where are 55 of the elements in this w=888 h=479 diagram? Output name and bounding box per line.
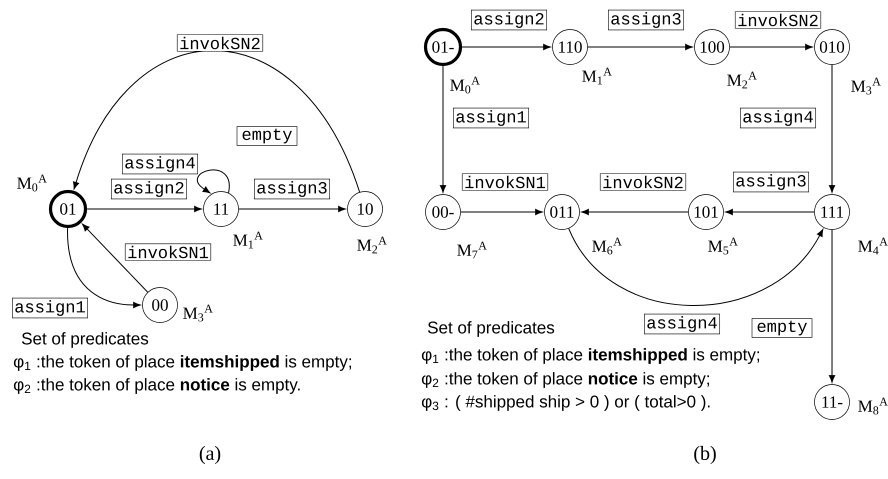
marking-label: M$_{5}$A [708, 238, 738, 254]
marking-label: M$_{3}$A [183, 304, 213, 322]
heading: Set of predicates [428, 321, 554, 337]
edge-label: invokSN2 [600, 173, 686, 191]
arrow [86, 206, 202, 212]
marking-label: M$_{8}$A [858, 398, 888, 414]
transition-label: empty [236, 126, 298, 146]
marking-label: M$_{2}$A [727, 72, 757, 88]
edge-label: assign4 [644, 314, 720, 334]
marking-label: M$_{2}$A [357, 236, 387, 254]
arrow [828, 229, 836, 383]
edge-label: assign2 [471, 10, 548, 30]
predicate-text: φ$_{1}$ :the token of place itemshipped is empty; [422, 348, 760, 364]
arrow [729, 44, 813, 50]
arrow [725, 208, 815, 216]
arrow [460, 208, 543, 216]
marking-label: M$_{0}$A [450, 76, 480, 94]
arrow [73, 50, 360, 192]
predicate-text: φ$_{2}$ :the token of place notice is empty; [422, 372, 709, 388]
marking-label: M$_{1}$A [582, 68, 612, 84]
arrow [462, 44, 551, 50]
arrow [67, 228, 141, 308]
edge-label: assign3 [608, 10, 684, 30]
predicate-text: φ$_{2}$ :the token of place notice is empty. [14, 378, 300, 394]
arrow [196, 170, 230, 194]
arrow [82, 224, 148, 293]
edge-label: assign1 [12, 298, 88, 318]
edge-label: empty [752, 318, 812, 338]
marking-label: M$_{4}$A [858, 238, 888, 254]
predicate-text: φ$_{1}$ :the token of place itemshipped is empty; [14, 355, 352, 371]
edge-label: assign3 [254, 178, 330, 200]
edge-label: assign2 [111, 178, 188, 200]
edge-label: invokSN2 [176, 34, 264, 52]
arrow [587, 44, 693, 50]
edge-label: assign3 [733, 172, 810, 192]
edge-label: assign4 [122, 154, 198, 174]
edge-label: invokSN2 [734, 11, 822, 29]
edge-label: assign1 [453, 108, 530, 128]
predicate-text: φ$_{3}$ : ( #shipped ship > 0 ) or ( total>0 ). [422, 395, 710, 411]
marking-label: M$_{0}$A [17, 174, 47, 192]
marking-label: M$_{6}$A [592, 238, 622, 254]
marking-label: M$_{7}$A [457, 242, 487, 258]
panel-caption: (b) [694, 446, 716, 464]
panel-caption: (a) [200, 446, 220, 464]
heading: Set of predicates [22, 332, 148, 348]
arrow [581, 208, 689, 216]
arrow [828, 64, 836, 193]
marking-label: M$_{3}$A [851, 78, 881, 94]
edge-label: invokSN1 [124, 243, 212, 261]
marking-label: M$_{1}$A [233, 232, 263, 248]
edge-label: assign4 [740, 108, 816, 128]
arrow [238, 206, 346, 212]
edge-label: invokSN1 [462, 173, 548, 191]
arrow [440, 66, 446, 193]
arrow [568, 228, 824, 306]
